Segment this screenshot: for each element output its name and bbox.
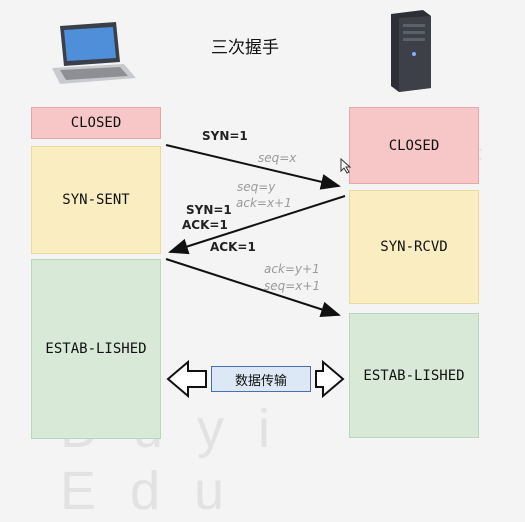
arrow-syn bbox=[165, 144, 341, 190]
arrow-ack bbox=[165, 258, 341, 318]
server-state-syn-rcvd: SYN-RCVD bbox=[349, 190, 479, 304]
msg2-flag-ack: ACK=1 bbox=[182, 218, 228, 232]
client-state-closed: CLOSED bbox=[31, 107, 161, 139]
arrow-syn-ack bbox=[168, 195, 346, 255]
msg1-flag: SYN=1 bbox=[202, 129, 248, 143]
msg3-flag: ACK=1 bbox=[210, 240, 256, 254]
client-state-established: ESTAB-LISHED bbox=[31, 259, 161, 439]
data-transfer-arrow bbox=[166, 359, 345, 399]
arrows-layer bbox=[165, 144, 346, 399]
cursor-icon bbox=[340, 158, 352, 174]
server-tower-icon bbox=[391, 10, 431, 92]
server-state-closed: CLOSED bbox=[349, 107, 479, 184]
page-title: 三次握手 bbox=[211, 38, 279, 58]
data-transfer-label: 数据传输 bbox=[211, 366, 311, 392]
msg3-seq: seq=x+1 bbox=[264, 279, 321, 293]
msg2-seq: seq=y bbox=[237, 180, 276, 194]
server-state-established: ESTAB-LISHED bbox=[349, 313, 479, 438]
laptop-icon bbox=[52, 22, 136, 84]
handshake-diagram: Duyi Edu 认准： 三次握手 CLOSED SYN-SENT ESTAB-… bbox=[31, 10, 494, 521]
client-state-syn-sent: SYN-SENT bbox=[31, 146, 161, 254]
msg1-seq: seq=x bbox=[258, 151, 297, 165]
msg2-ack: ack=x+1 bbox=[236, 196, 292, 210]
msg3-ack: ack=y+1 bbox=[264, 262, 320, 276]
msg2-flag-syn: SYN=1 bbox=[186, 203, 232, 217]
